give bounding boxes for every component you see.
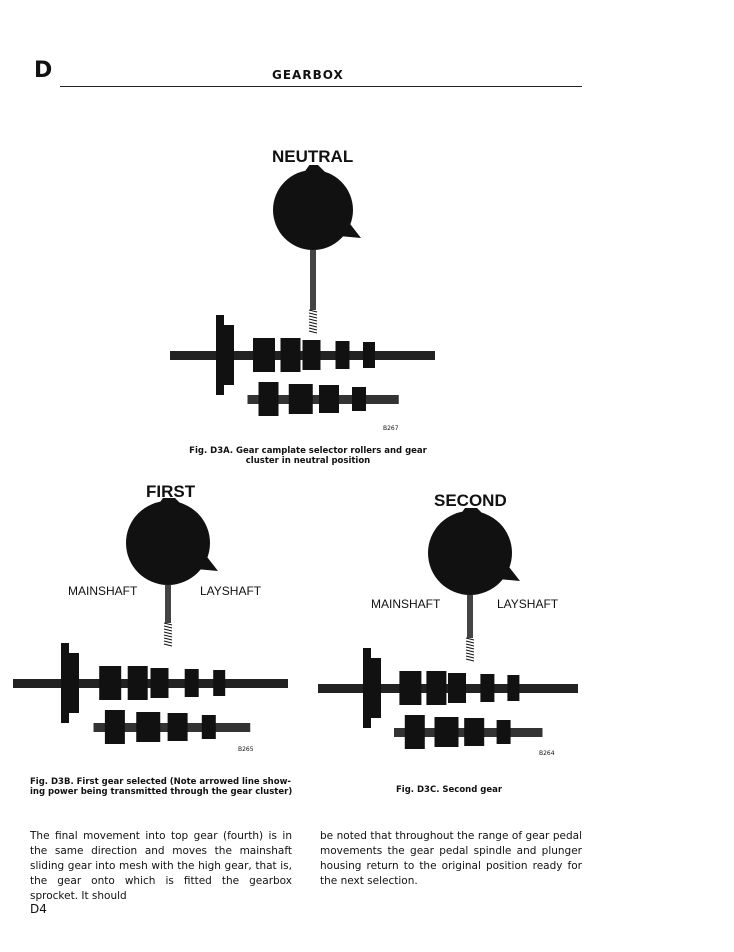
sprocket bbox=[216, 315, 224, 395]
gear bbox=[426, 671, 447, 705]
camplate-icon bbox=[126, 491, 218, 585]
camplate-icon bbox=[428, 501, 520, 595]
fig-d3a-ref: B267 bbox=[383, 425, 399, 432]
gear bbox=[464, 718, 485, 746]
plunger bbox=[467, 595, 473, 638]
section-letter: D bbox=[34, 58, 53, 83]
gear bbox=[496, 720, 511, 744]
gearbox-drawing bbox=[13, 491, 288, 744]
gear bbox=[201, 715, 216, 739]
fig-d3c-layshaft-label: LAYSHAFT bbox=[497, 597, 559, 611]
fig-d3a-heading: NEUTRAL bbox=[272, 147, 354, 166]
gear bbox=[480, 674, 495, 702]
gear bbox=[184, 669, 199, 697]
gearbox-drawing bbox=[170, 160, 435, 416]
gear bbox=[136, 712, 161, 742]
caption-line: Fig. D3B. First gear selected (Note arro… bbox=[30, 777, 291, 787]
caption-line: Fig. D3A. Gear camplate selector rollers… bbox=[189, 446, 427, 456]
fig-d3c-ref: B264 bbox=[539, 750, 555, 757]
page-header-title: GEARBOX bbox=[272, 68, 344, 82]
body-column-1: The final movement into top gear (fourth… bbox=[30, 830, 292, 902]
gear bbox=[507, 675, 520, 701]
plunger bbox=[310, 250, 316, 310]
fig-d3b-heading: FIRST bbox=[146, 482, 196, 501]
sprocket bbox=[363, 648, 371, 728]
fig-d3a-caption: Fig. D3A. Gear camplate selector rollers… bbox=[176, 446, 440, 466]
fig-d3b-caption: Fig. D3B. First gear selected (Note arro… bbox=[30, 777, 320, 797]
fig-d3c-illustration bbox=[313, 501, 588, 770]
gear bbox=[448, 673, 466, 703]
gear bbox=[253, 338, 275, 372]
fig-d3c-mainshaft-label: MAINSHAFT bbox=[371, 597, 441, 611]
caption-line: cluster in neutral position bbox=[245, 456, 371, 466]
gear bbox=[404, 715, 425, 749]
gear bbox=[363, 342, 375, 368]
gear bbox=[167, 713, 188, 741]
gear bbox=[399, 671, 422, 705]
gear bbox=[288, 384, 313, 414]
fig-d3b-layshaft-label: LAYSHAFT bbox=[200, 584, 262, 598]
fig-d3a-illustration bbox=[165, 160, 445, 430]
plunger bbox=[165, 585, 171, 623]
gear bbox=[335, 341, 350, 369]
fig-d3b-ref: B265 bbox=[238, 746, 254, 753]
gear bbox=[434, 717, 459, 747]
gear bbox=[352, 387, 366, 411]
header-rule bbox=[60, 86, 582, 87]
fig-d3b-mainshaft-label: MAINSHAFT bbox=[68, 584, 138, 598]
gear bbox=[99, 666, 122, 700]
fig-d3c-heading: SECOND bbox=[434, 491, 507, 510]
gear bbox=[213, 670, 226, 696]
gear bbox=[319, 385, 339, 413]
gear bbox=[302, 340, 321, 370]
camplate-icon bbox=[273, 160, 361, 250]
gear bbox=[280, 338, 301, 372]
sprocket bbox=[61, 643, 69, 723]
gear bbox=[127, 666, 148, 700]
page-number: D4 bbox=[30, 902, 47, 916]
fig-d3b-illustration bbox=[8, 491, 298, 768]
caption-line: Fig. D3C. Second gear bbox=[396, 785, 503, 795]
gear bbox=[150, 668, 169, 698]
gear bbox=[258, 382, 279, 416]
fig-d3c-caption: Fig. D3C. Second gear bbox=[396, 785, 502, 795]
body-column-2: be noted that throughout the range of ge… bbox=[320, 830, 582, 887]
caption-line: ing power being transmitted through the … bbox=[30, 787, 293, 797]
gearbox-drawing bbox=[318, 501, 578, 749]
gear bbox=[104, 710, 125, 744]
